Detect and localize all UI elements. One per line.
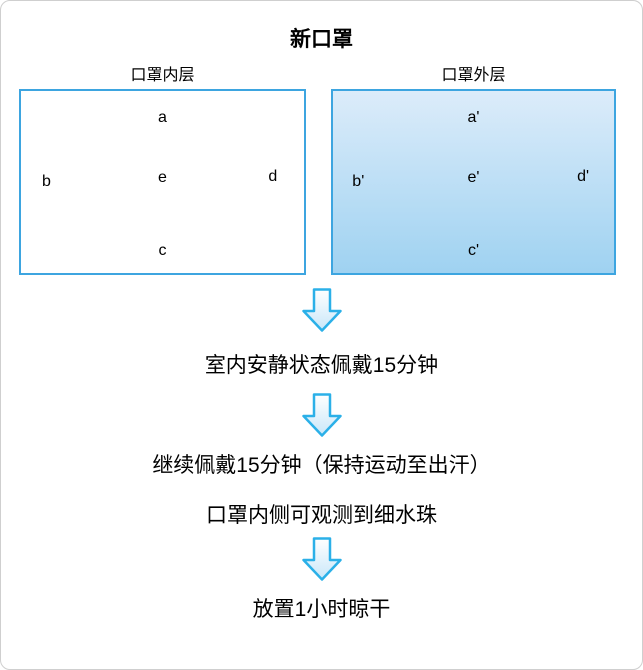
point-b: b [42,173,51,190]
point-c-prime: c' [467,242,480,260]
point-e-prime: e' [467,169,480,187]
outer-layer-box: a' b' e' d' c' [331,89,616,275]
point-d: d [268,167,278,185]
point-c: c [158,242,167,260]
down-arrow-icon [302,537,342,581]
point-b-prime: b' [352,173,365,190]
diagram-title: 新口罩 [290,28,353,51]
step-text-2-note: 口罩内侧可观测到细水珠 [206,504,437,527]
point-e: e [158,169,167,187]
down-arrow-icon [302,288,342,332]
point-d-prime: d' [577,167,590,185]
inner-layer-box: a b e d c [19,89,306,275]
point-a: a [158,109,167,127]
outer-layer-label: 口罩外层 [441,67,506,84]
step-text-1: 室内安静状态佩戴15分钟 [204,354,439,377]
point-a-prime: a' [467,109,480,127]
inner-layer-label: 口罩内层 [130,67,195,84]
step-text-2: 继续佩戴15分钟（保持运动至出汗） [152,454,491,477]
step-text-3: 放置1小时晾干 [252,598,391,621]
down-arrow-icon [302,393,342,437]
